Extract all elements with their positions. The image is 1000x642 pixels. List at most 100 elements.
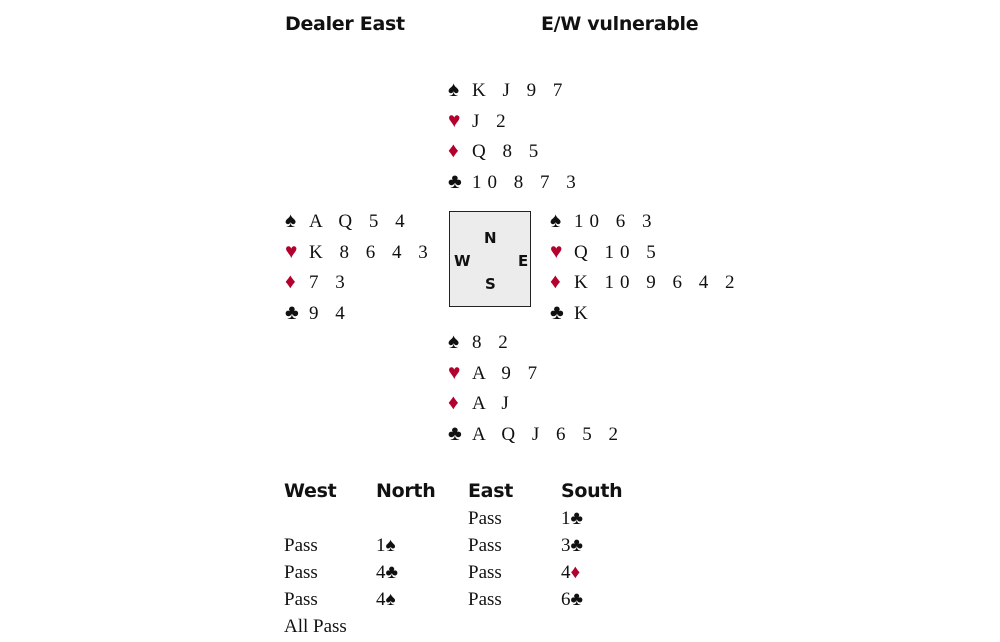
spades-icon: ♠ [448,77,460,101]
bid-level: All Pass [284,616,347,637]
east-diamonds-line: ♦ K 10 9 6 4 2 [550,266,740,297]
bid: Pass [468,586,502,613]
hearts-icon: ♥ [448,359,461,384]
west-hearts-line: ♥ K 8 6 4 3 [285,236,434,267]
north-hearts-line: ♥ J 2 [448,105,582,136]
east-spades-line: ♠ 10 6 3 [550,205,740,236]
dealer-label: Dealer East [285,13,405,35]
bid-level: Pass [468,562,502,583]
east-hearts-cards: Q 10 5 [574,241,662,263]
bid-level: 4 [376,562,386,583]
bid-suit-icon: ♣ [570,589,583,610]
compass-west: W [454,252,471,270]
south-spades-line: ♠ 8 2 [448,326,624,357]
bid: Pass [284,532,318,559]
bid-suit-icon: ♦ [570,562,581,583]
north-hearts-cards: J 2 [472,110,512,132]
bid-level: Pass [284,535,318,556]
bid: Pass [468,505,502,532]
bid: All Pass [284,613,347,640]
bid-suit-icon: ♣ [570,535,583,556]
north-clubs-cards: 10 8 7 3 [472,171,582,193]
west-spades-cards: A Q 5 4 [309,211,411,232]
north-spades-cards: K J 9 7 [472,80,569,101]
clubs-icon: ♣ [550,299,564,324]
bid: 4♦ [561,559,580,586]
diamonds-icon: ♦ [448,138,459,162]
bid-level: Pass [284,562,318,583]
south-clubs-line: ♣ A Q J 6 5 2 [448,418,624,449]
west-clubs-line: ♣ 9 4 [285,297,434,328]
bid: Pass [284,559,318,586]
auction-header-south: South [561,480,623,502]
bid-suit-icon: ♠ [385,589,396,610]
bid-level: Pass [468,508,502,529]
bid: 6♣ [561,586,583,613]
south-hearts-cards: A 9 7 [472,362,544,384]
hearts-icon: ♥ [448,107,461,132]
west-clubs-cards: 9 4 [309,302,351,324]
north-spades-line: ♠ K J 9 7 [448,74,582,105]
west-hand: ♠ A Q 5 4 ♥ K 8 6 4 3 ♦ 7 3 ♣ 9 4 [285,205,434,327]
bid-suit-icon: ♠ [385,535,396,556]
west-spades-line: ♠ A Q 5 4 [285,205,434,236]
east-clubs-cards: K [574,302,594,324]
bid-suit-icon: ♣ [385,562,398,583]
vulnerability-label: E/W vulnerable [541,13,699,35]
bid-level: 3 [561,535,571,556]
bid: Pass [284,586,318,613]
clubs-icon: ♣ [448,168,462,193]
auction-header-north: North [376,480,436,502]
north-hand: ♠ K J 9 7 ♥ J 2 ♦ Q 8 5 ♣ 10 8 7 3 [448,74,582,196]
bid-level: 6 [561,589,571,610]
bid: 1♣ [561,505,583,532]
south-diamonds-cards: A J [472,393,515,414]
east-hand: ♠10 6 3♥Q 10 5♦K 10 9 6 4 2♣K [550,205,740,327]
bid-level: 4 [376,589,386,610]
bid: 3♣ [561,532,583,559]
bid-level: 1 [561,508,571,529]
bid-level: Pass [468,535,502,556]
bid: Pass [468,532,502,559]
compass-east: E [518,252,529,270]
west-hearts-cards: K 8 6 4 3 [309,241,434,263]
compass-south: S [485,275,496,293]
hearts-icon: ♥ [285,238,298,263]
diamonds-icon: ♦ [550,269,561,293]
compass-north: N [484,229,497,247]
east-clubs-line: ♣K [550,297,740,328]
bid: 4♠ [376,586,396,613]
diamonds-icon: ♦ [285,269,296,293]
hearts-icon: ♥ [550,238,563,263]
clubs-icon: ♣ [448,420,462,445]
north-clubs-line: ♣ 10 8 7 3 [448,166,582,197]
south-hearts-line: ♥ A 9 7 [448,357,624,388]
bid: 4♣ [376,559,398,586]
south-spades-cards: 8 2 [472,332,514,353]
clubs-icon: ♣ [285,299,299,324]
south-hand: ♠ 8 2 ♥ A 9 7 ♦ A J ♣ A Q J 6 5 2 [448,326,624,448]
east-spades-cards: 10 6 3 [574,211,658,232]
auction-header-west: West [284,480,337,502]
spades-icon: ♠ [448,329,460,353]
east-hearts-line: ♥ Q 10 5 [550,236,740,267]
south-diamonds-line: ♦ A J [448,387,624,418]
north-diamonds-line: ♦ Q 8 5 [448,135,582,166]
bid-level: 1 [376,535,386,556]
diamonds-icon: ♦ [448,390,459,414]
south-clubs-cards: A Q J 6 5 2 [472,423,625,445]
bid-level: 4 [561,562,571,583]
bid-suit-icon: ♣ [570,508,583,529]
spades-icon: ♠ [550,208,562,232]
auction-header-east: East [468,480,513,502]
bid: Pass [468,559,502,586]
bid-level: Pass [284,589,318,610]
spades-icon: ♠ [285,208,297,232]
bid-level: Pass [468,589,502,610]
east-diamonds-cards: K 10 9 6 4 2 [574,272,741,293]
west-diamonds-cards: 7 3 [309,272,351,293]
north-diamonds-cards: Q 8 5 [472,141,545,162]
west-diamonds-line: ♦ 7 3 [285,266,434,297]
compass-box: N W E S [449,211,531,307]
bid: 1♠ [376,532,396,559]
